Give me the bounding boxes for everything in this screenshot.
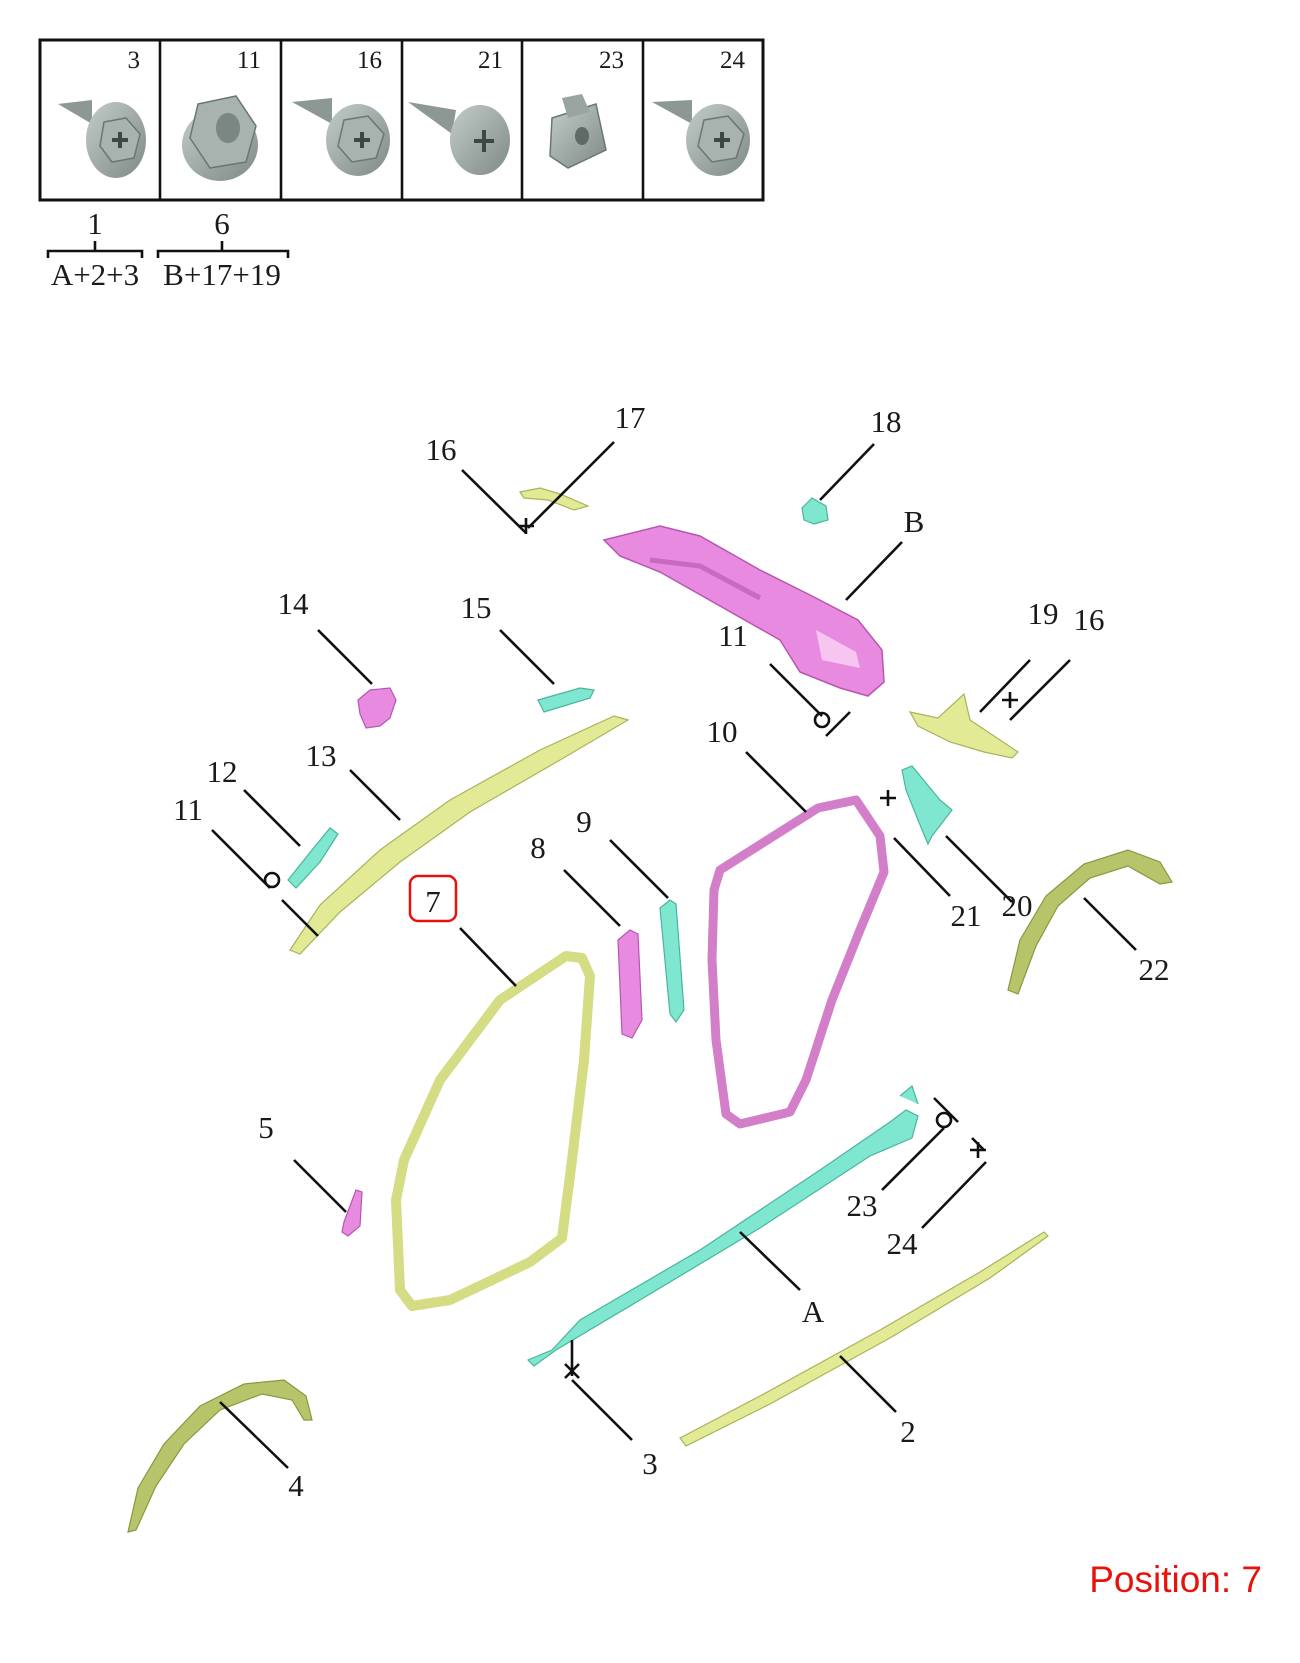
callout-7[interactable]: 7 [425, 884, 441, 919]
thumbnail-cell-11[interactable]: 11 [182, 47, 261, 181]
pan-head-screw-icon [408, 102, 510, 175]
callout-17[interactable]: 17 [615, 400, 646, 435]
assembly-1[interactable]: 1 A+2+3 [46, 206, 144, 292]
part-13-roof-strip[interactable] [289, 715, 630, 955]
thumbnail-number: 23 [599, 47, 624, 74]
cross-marker [518, 518, 1018, 1379]
part-a-sill[interactable] [526, 1109, 919, 1367]
part-17-clip[interactable] [519, 487, 590, 511]
part-8-pillar-trim[interactable] [617, 929, 643, 1039]
callout-11b[interactable]: 11 [173, 792, 203, 827]
part-7-door-seal[interactable] [391, 951, 595, 1311]
callout-23[interactable]: 23 [847, 1188, 878, 1223]
part-22-wheel-arch[interactable] [1007, 849, 1173, 995]
assembly-6[interactable]: 6 B+17+19 [156, 206, 290, 292]
hex-flange-screw-icon [292, 98, 390, 176]
part-14-clip[interactable] [357, 687, 397, 729]
thumbnail-number: 3 [128, 47, 141, 74]
part-4-wheel-arch[interactable] [127, 1379, 313, 1533]
callout-3[interactable]: 3 [642, 1446, 658, 1481]
callout-16b[interactable]: 16 [1074, 602, 1105, 637]
assembly-formula: B+17+19 [163, 257, 281, 292]
assembly-bracket [156, 241, 290, 258]
callout-5[interactable]: 5 [258, 1110, 274, 1145]
callout-11[interactable]: 11 [718, 618, 748, 653]
callout-15[interactable]: 15 [461, 590, 492, 625]
part-15-strip[interactable] [537, 687, 595, 713]
callout-13[interactable]: 13 [306, 738, 337, 773]
part-20-trim[interactable] [901, 765, 953, 846]
callout-a[interactable]: A [802, 1294, 825, 1329]
hex-flange-screw-icon [652, 100, 750, 176]
hex-flange-nut-icon [182, 95, 258, 181]
hex-flange-screw-icon [58, 100, 146, 178]
callout-labels: 16 17 18 B 14 15 11 19 16 10 13 12 11 8 … [173, 400, 1169, 1503]
thumbnail-number: 11 [237, 47, 261, 74]
callout-16[interactable]: 16 [426, 432, 457, 467]
callout-b[interactable]: B [904, 504, 925, 539]
callout-8[interactable]: 8 [530, 830, 546, 865]
callout-19[interactable]: 19 [1028, 596, 1059, 631]
callout-4[interactable]: 4 [288, 1468, 304, 1503]
thumbnail-cell-21[interactable]: 21 [408, 47, 510, 175]
assembly-legend: 1 A+2+3 6 B+17+19 [46, 206, 290, 292]
callout-9[interactable]: 9 [576, 804, 592, 839]
callout-22[interactable]: 22 [1139, 952, 1170, 987]
part-18-clip[interactable] [801, 497, 829, 525]
thumbnail-cell-24[interactable]: 24 [652, 47, 750, 176]
callout-12[interactable]: 12 [207, 754, 238, 789]
thumbnail-number: 21 [478, 47, 503, 74]
part-12-trim[interactable] [287, 827, 339, 889]
circle-marker [263, 711, 953, 1129]
parts [127, 487, 1173, 1533]
part-9-pillar-trim[interactable] [659, 899, 685, 1024]
thumbnail-cell-23[interactable]: 23 [549, 47, 624, 169]
clip-nut-icon [549, 94, 607, 169]
thumbnail-number: 16 [357, 47, 382, 74]
part-5-trim[interactable] [341, 1189, 363, 1237]
callout-10[interactable]: 10 [707, 714, 738, 749]
part-10-door-seal[interactable] [707, 795, 889, 1129]
highlight-box [408, 874, 458, 923]
thumbnail-cell-16[interactable]: 16 [292, 47, 390, 176]
fastener-thumbnail-strip: 3 11 16 [38, 38, 765, 202]
part-2-sill-strip[interactable] [679, 1231, 1049, 1447]
leader-lines [211, 441, 1137, 1469]
callout-24[interactable]: 24 [887, 1226, 919, 1261]
assembly-number: 6 [214, 206, 230, 241]
callout-21[interactable]: 21 [951, 898, 982, 933]
part-b-panel[interactable] [602, 525, 885, 697]
thumbnail-number: 24 [720, 47, 746, 74]
callout-18[interactable]: 18 [871, 404, 902, 439]
callout-14[interactable]: 14 [278, 586, 310, 621]
assembly-formula: A+2+3 [51, 257, 139, 292]
position-label: Position: 7 [1089, 1559, 1262, 1600]
callout-20[interactable]: 20 [1002, 888, 1033, 923]
callout-2[interactable]: 2 [900, 1414, 916, 1449]
assembly-number: 1 [87, 206, 103, 241]
thumbnail-cell-3[interactable]: 3 [58, 47, 146, 178]
part-19-bracket[interactable] [908, 692, 1019, 759]
assembly-bracket [46, 241, 144, 258]
